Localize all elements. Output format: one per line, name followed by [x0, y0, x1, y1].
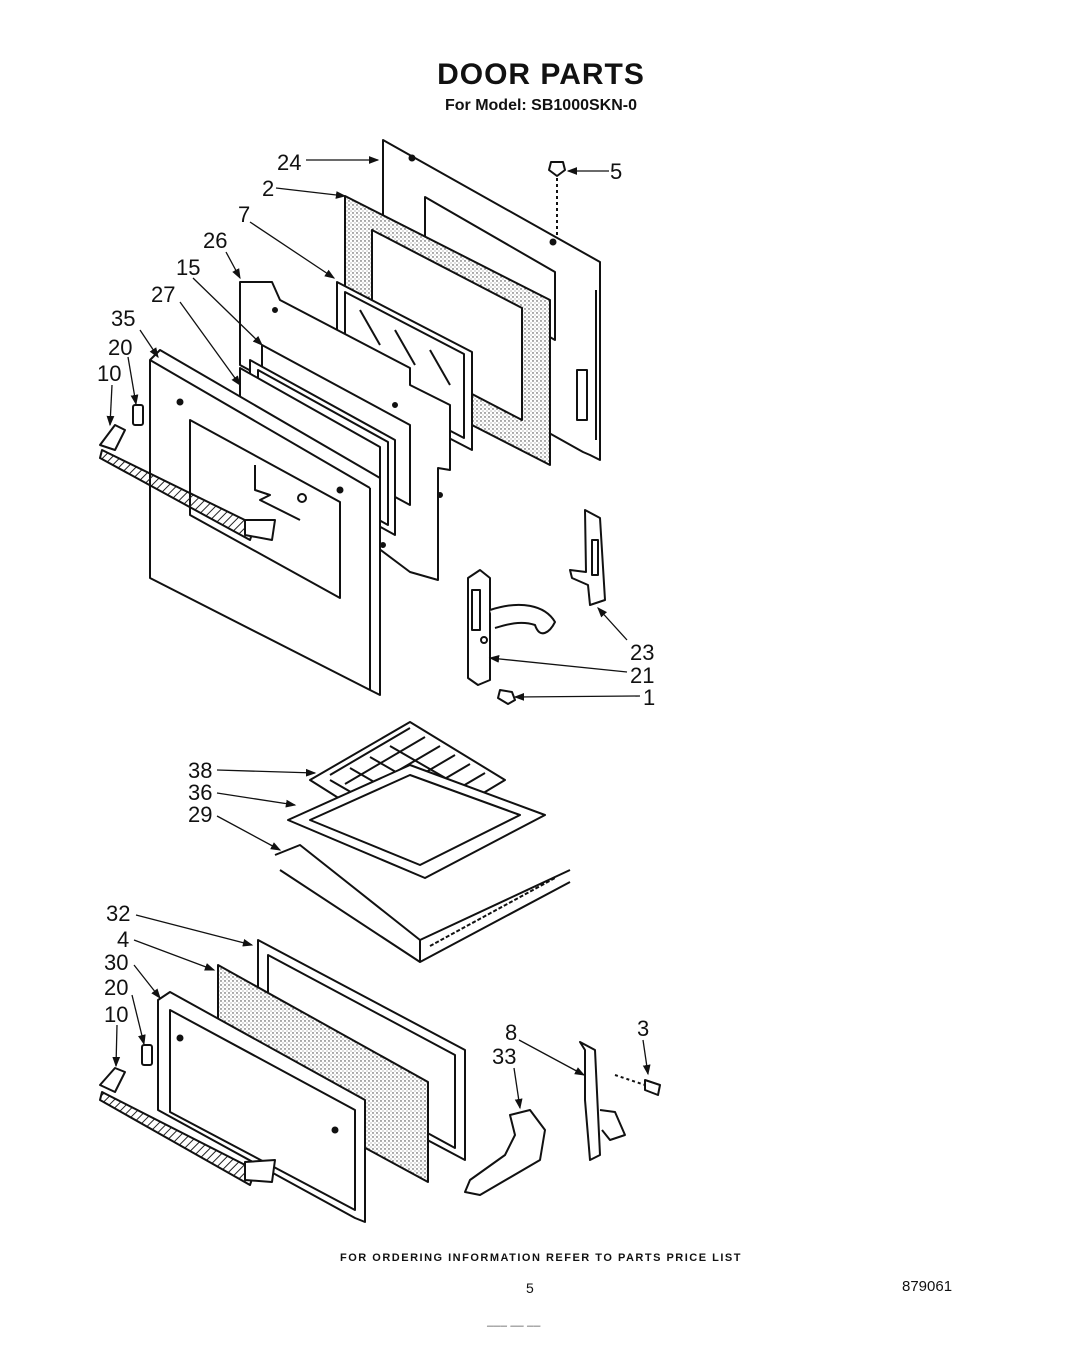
callout-24: 24 [277, 150, 301, 175]
lower-handle-part [99, 1044, 276, 1186]
callout-10-upper: 10 [97, 361, 121, 386]
left-hinge-part [467, 569, 556, 686]
document-number: 879061 [902, 1278, 953, 1295]
hinge-screw-part [497, 689, 516, 705]
lower-screw-part [614, 1074, 661, 1096]
screw-part [548, 161, 566, 238]
model-subtitle: For Model: SB1000SKN-0 [444, 97, 638, 114]
callout-5: 5 [610, 159, 622, 184]
callout-4: 4 [117, 927, 129, 952]
leader-lines [106, 156, 651, 1110]
callout-32: 32 [106, 901, 130, 926]
right-hinge-part [569, 509, 606, 606]
callout-15: 15 [176, 255, 200, 280]
ordering-info-note: FOR ORDERING INFORMATION REFER TO PARTS … [340, 1252, 742, 1264]
callout-36: 36 [188, 780, 212, 805]
callout-3: 3 [637, 1016, 649, 1041]
lower-door-link-part [464, 1109, 546, 1196]
callout-35: 35 [111, 306, 135, 331]
lower-hinge-part [579, 1041, 626, 1161]
callout-33: 33 [492, 1044, 516, 1069]
callout-7: 7 [238, 202, 250, 227]
callout-27: 27 [151, 282, 175, 307]
callout-29: 29 [188, 802, 212, 827]
handwritten-mark: ––– –– –– [487, 1318, 541, 1332]
upper-handle-part [99, 404, 276, 541]
callout-1: 1 [643, 685, 655, 710]
callout-23: 23 [630, 640, 654, 665]
callout-26: 26 [203, 228, 227, 253]
callout-20-upper: 20 [108, 335, 132, 360]
callout-20-lower: 20 [104, 975, 128, 1000]
callout-8: 8 [505, 1020, 517, 1045]
broiler-pan-part [287, 764, 546, 879]
page-number: 5 [526, 1280, 534, 1296]
lower-door-panel-part [157, 991, 366, 1223]
broiler-rack-part [274, 844, 571, 963]
callout-2: 2 [262, 176, 274, 201]
page-title: DOOR PARTS [437, 58, 645, 91]
callout-38: 38 [188, 758, 212, 783]
callout-21: 21 [630, 663, 654, 688]
callout-30: 30 [104, 950, 128, 975]
callout-10-lower: 10 [104, 1002, 128, 1027]
